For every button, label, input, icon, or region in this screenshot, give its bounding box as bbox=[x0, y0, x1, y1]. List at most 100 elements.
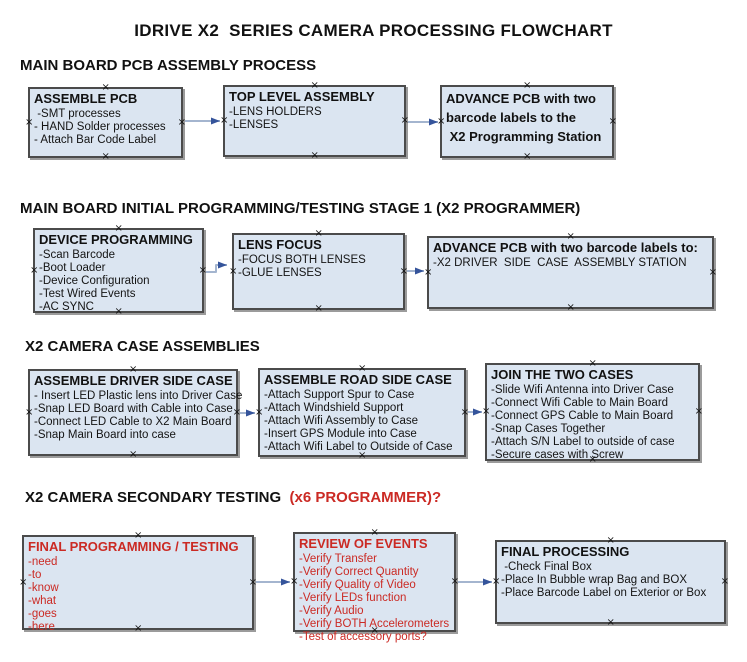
flow-box-title: ASSEMBLE ROAD SIDE CASE bbox=[264, 372, 452, 387]
flow-box-item: -Slide Wifi Antenna into Driver Case bbox=[491, 384, 674, 396]
flow-box-item: -what bbox=[28, 595, 57, 607]
flow-box-item: -Snap Main Board into case bbox=[34, 429, 176, 441]
flow-box-items: -Verify Transfer-Verify Correct Quantity… bbox=[299, 553, 451, 644]
flow-box-items: -FOCUS BOTH LENSES-GLUE LENSES bbox=[238, 254, 400, 280]
flow-box-title: REVIEW OF EVENTS bbox=[299, 536, 428, 551]
flow-box-item: -Verify Correct Quantity bbox=[299, 566, 419, 578]
connection-handle-top-icon: × bbox=[114, 223, 123, 234]
flow-box-item: -Place Barcode Label on Exterior or Box bbox=[501, 587, 707, 599]
flow-box-item: -need bbox=[28, 556, 58, 568]
flow-box-item: - HAND Solder processes bbox=[34, 121, 166, 133]
connection-handle-left-icon: × bbox=[19, 576, 28, 588]
connection-handle-top-icon: × bbox=[314, 228, 323, 239]
flow-box-item: - Insert LED Plastic lens into Driver Ca… bbox=[34, 390, 243, 402]
connection-handle-bottom-icon: × bbox=[314, 303, 323, 314]
flow-box-item: -LENS HOLDERS bbox=[229, 106, 322, 118]
connection-handle-top-icon: × bbox=[134, 530, 143, 541]
flow-box-lens-focus[interactable]: LENS FOCUS -FOCUS BOTH LENSES-GLUE LENSE… bbox=[229, 229, 408, 314]
section-header-text: MAIN BOARD INITIAL PROGRAMMING/TESTING S… bbox=[20, 200, 581, 217]
connection-handle-top-icon: × bbox=[129, 364, 138, 375]
flow-box-item: -Test of accessory ports? bbox=[299, 631, 427, 643]
flow-box-item: -LENSES bbox=[229, 119, 279, 131]
flow-box-item: -Attach Wifi Label to Outside of Case bbox=[264, 441, 453, 453]
connection-handle-right-icon: × bbox=[450, 576, 459, 587]
flow-box-item: -SMT processes bbox=[34, 108, 121, 120]
connection-handle-right-icon: × bbox=[399, 265, 408, 277]
flow-box-final-processing[interactable]: FINAL PROCESSING -Check Final Box-Place … bbox=[492, 536, 729, 628]
connection-handle-right-icon: × bbox=[720, 576, 729, 587]
connection-handle-bottom-icon: × bbox=[370, 625, 379, 636]
flow-box-title: JOIN THE TWO CASES bbox=[491, 367, 634, 382]
connection-handle-top-icon: × bbox=[523, 80, 532, 91]
connection-handle-left-icon: × bbox=[220, 115, 229, 126]
flow-box-title: FINAL PROCESSING bbox=[501, 544, 630, 559]
connection-handle-right-icon: × bbox=[177, 116, 186, 128]
connection-handle-bottom-icon: × bbox=[523, 151, 532, 162]
flow-box-item: -Scan Barcode bbox=[39, 249, 116, 261]
flow-box-item: -know bbox=[28, 582, 59, 594]
flow-box-items: -X2 DRIVER SIDE CASE ASSEMBLY STATION bbox=[433, 257, 709, 270]
section-header: X2 CAMERA SECONDARY TESTING (x6 PROGRAMM… bbox=[25, 489, 441, 506]
flow-box-item: -Verify BOTH Accelerometers bbox=[299, 618, 450, 630]
section-header-text: X2 CAMERA SECONDARY TESTING bbox=[25, 489, 290, 506]
flow-box-title: TOP LEVEL ASSEMBLY bbox=[229, 89, 375, 104]
page-title: IDRIVE X2 SERIES CAMERA PROCESSING FLOWC… bbox=[134, 21, 613, 40]
connection-handle-top-icon: × bbox=[358, 363, 367, 374]
connection-handle-bottom-icon: × bbox=[101, 151, 110, 162]
flow-box-item: -goes bbox=[28, 608, 57, 620]
connection-handle-left-icon: × bbox=[25, 116, 34, 128]
connection-handle-top-icon: × bbox=[101, 82, 110, 93]
flow-box-title: LENS FOCUS bbox=[238, 237, 322, 252]
section-header: X2 CAMERA CASE ASSEMBLIES bbox=[25, 338, 260, 355]
flow-box-final-programming-testing[interactable]: FINAL PROGRAMMING / TESTING -need-to-kno… bbox=[19, 531, 257, 634]
flow-box-item: -Check Final Box bbox=[501, 561, 592, 573]
flow-box-items: -Attach Support Spur to Case-Attach Wind… bbox=[264, 389, 461, 454]
connection-handle-right-icon: × bbox=[248, 576, 257, 588]
flow-box-items: -Slide Wifi Antenna into Driver Case -Con… bbox=[491, 384, 695, 462]
flow-box-item: - Attach Bar Code Label bbox=[34, 134, 157, 146]
flow-box-advance-pcb-to-programming-station[interactable]: ADVANCE PCB with two barcode labels to t… bbox=[437, 81, 617, 162]
flow-box-item: -to bbox=[28, 569, 42, 581]
flow-box-title: ADVANCE PCB with two barcode labels to: bbox=[433, 240, 698, 255]
connection-handle-right-icon: × bbox=[608, 115, 617, 127]
flow-box-title: ASSEMBLE DRIVER SIDE CASE bbox=[34, 373, 233, 388]
flow-box-assemble-road-side-case[interactable]: ASSEMBLE ROAD SIDE CASE -Attach Support … bbox=[255, 364, 469, 461]
section-header: MAIN BOARD PCB ASSEMBLY PROCESS bbox=[20, 57, 316, 74]
flow-box-assemble-driver-side-case[interactable]: ASSEMBLE DRIVER SIDE CASE - Insert LED P… bbox=[25, 365, 243, 460]
connection-handle-right-icon: × bbox=[460, 406, 469, 418]
section-header-text: MAIN BOARD PCB ASSEMBLY PROCESS bbox=[20, 57, 317, 74]
flow-box-item: -Connect GPS Cable to Main Board bbox=[491, 410, 674, 422]
connection-handle-left-icon: × bbox=[255, 406, 264, 418]
connection-handle-left-icon: × bbox=[25, 406, 34, 418]
flow-box-items: -SMT processes- HAND Solder processes- A… bbox=[34, 108, 178, 147]
connection-handle-right-icon: × bbox=[400, 115, 409, 126]
flow-box-item: -Connect LED Cable to X2 Main Board bbox=[34, 416, 232, 428]
flow-box-title: ASSEMBLE PCB bbox=[34, 91, 138, 106]
connection-handle-left-icon: × bbox=[290, 576, 299, 587]
flow-box-item: -X2 DRIVER SIDE CASE ASSEMBLY STATION bbox=[433, 257, 687, 269]
flow-box-item: -Verify Transfer bbox=[299, 553, 377, 565]
flow-box-title: DEVICE PROGRAMMING bbox=[39, 232, 193, 247]
connection-handle-bottom-icon: × bbox=[310, 150, 319, 161]
flow-box-review-of-events[interactable]: REVIEW OF EVENTS -Verify Transfer-Verify… bbox=[290, 528, 459, 644]
connection-handle-right-icon: × bbox=[198, 264, 207, 276]
flow-box-item: -Verify LEDs function bbox=[299, 592, 407, 604]
connection-handle-right-icon: × bbox=[232, 406, 241, 418]
flow-box-item: -Attach S/N Label to outside of case bbox=[491, 436, 675, 448]
connection-handle-left-icon: × bbox=[482, 406, 491, 417]
flow-box-top-level-assembly[interactable]: TOP LEVEL ASSEMBLY -LENS HOLDERS-LENSES … bbox=[220, 81, 409, 161]
connection-handle-left-icon: × bbox=[437, 115, 446, 127]
flow-box-advance-pcb-to-driver-side-station[interactable]: ADVANCE PCB with two barcode labels to: … bbox=[424, 232, 717, 313]
flow-box-assemble-pcb[interactable]: ASSEMBLE PCB -SMT processes- HAND Solder… bbox=[25, 83, 186, 162]
flow-box-title: ADVANCE PCB with two barcode labels to t… bbox=[446, 91, 602, 144]
flow-box-item: -Boot Loader bbox=[39, 262, 106, 274]
connection-handle-top-icon: × bbox=[588, 358, 597, 369]
flow-box-items: -Check Final Box-Place In Bubble wrap Ba… bbox=[501, 561, 721, 600]
flow-box-join-the-two-cases[interactable]: JOIN THE TWO CASES -Slide Wifi Antenna i… bbox=[482, 359, 703, 465]
connector-arrow bbox=[205, 261, 227, 273]
flow-box-device-programming[interactable]: DEVICE PROGRAMMING -Scan Barcode-Boot Lo… bbox=[30, 224, 207, 317]
connection-handle-top-icon: × bbox=[606, 535, 615, 546]
flow-box-item: -Place In Bubble wrap Bag and BOX bbox=[501, 574, 688, 586]
flow-box-item: -here bbox=[28, 621, 55, 633]
